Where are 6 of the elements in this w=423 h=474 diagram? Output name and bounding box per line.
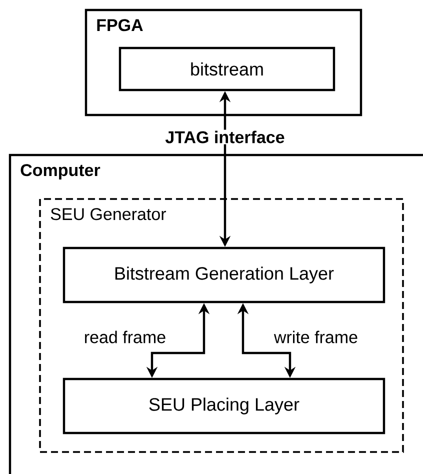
edge-label: read frame [82, 330, 168, 344]
edge-label: write frame [272, 330, 360, 344]
layer-box: Bitstream Generation Layer [62, 246, 386, 304]
edge-label: JTAG interface [164, 130, 286, 144]
memory-box: bitstream [118, 46, 336, 92]
layer-box: SEU Placing Layer [62, 378, 386, 434]
